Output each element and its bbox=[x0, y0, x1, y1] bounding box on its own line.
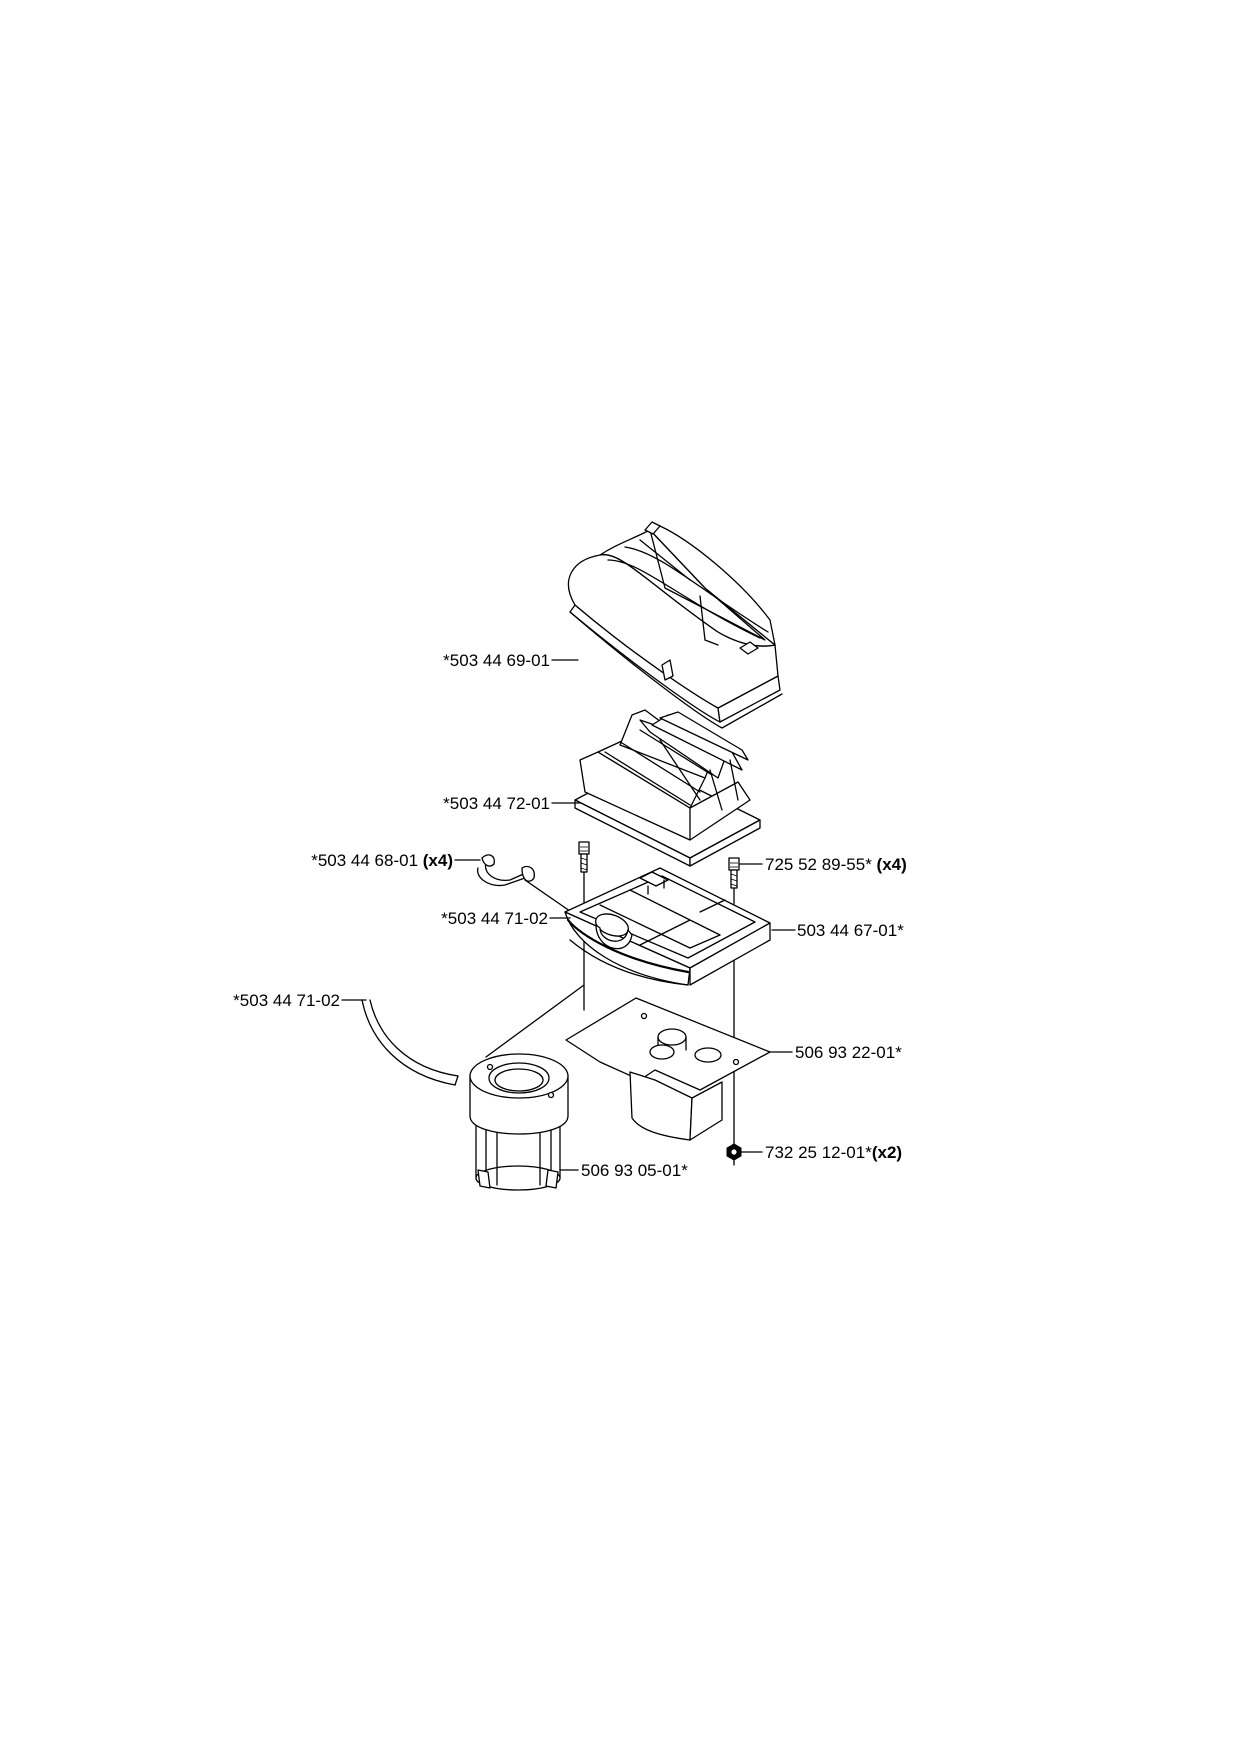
label-nut: 732 25 12-01*(x2) bbox=[765, 1143, 902, 1162]
label-pre-filter: 506 93 05-01* bbox=[581, 1161, 688, 1180]
screw-left-part bbox=[578, 841, 590, 873]
clamp-part bbox=[477, 854, 535, 887]
filter-holder-part bbox=[564, 867, 771, 986]
label-bracket: 506 93 22-01* bbox=[795, 1043, 902, 1062]
label-cover: *503 44 69-01 bbox=[443, 651, 550, 670]
label-hose-upper: *503 44 71-02 bbox=[441, 909, 548, 928]
axis-line-diagonal bbox=[485, 984, 585, 1058]
screw-right-part bbox=[728, 857, 740, 889]
label-filter-holder: 503 44 67-01* bbox=[797, 921, 904, 940]
hose-part bbox=[361, 999, 459, 1086]
pre-filter-part bbox=[469, 1053, 569, 1191]
label-air-filter: *503 44 72-01 bbox=[443, 794, 550, 813]
label-clamp: *503 44 68-01 (x4) bbox=[311, 851, 453, 870]
cover-part bbox=[567, 521, 783, 729]
nut-part bbox=[726, 1143, 742, 1161]
bracket-part bbox=[565, 997, 771, 1141]
air-filter-part bbox=[574, 709, 761, 867]
label-hose-lower: *503 44 71-02 bbox=[233, 991, 340, 1010]
label-screw: 725 52 89-55* (x4) bbox=[765, 855, 907, 874]
